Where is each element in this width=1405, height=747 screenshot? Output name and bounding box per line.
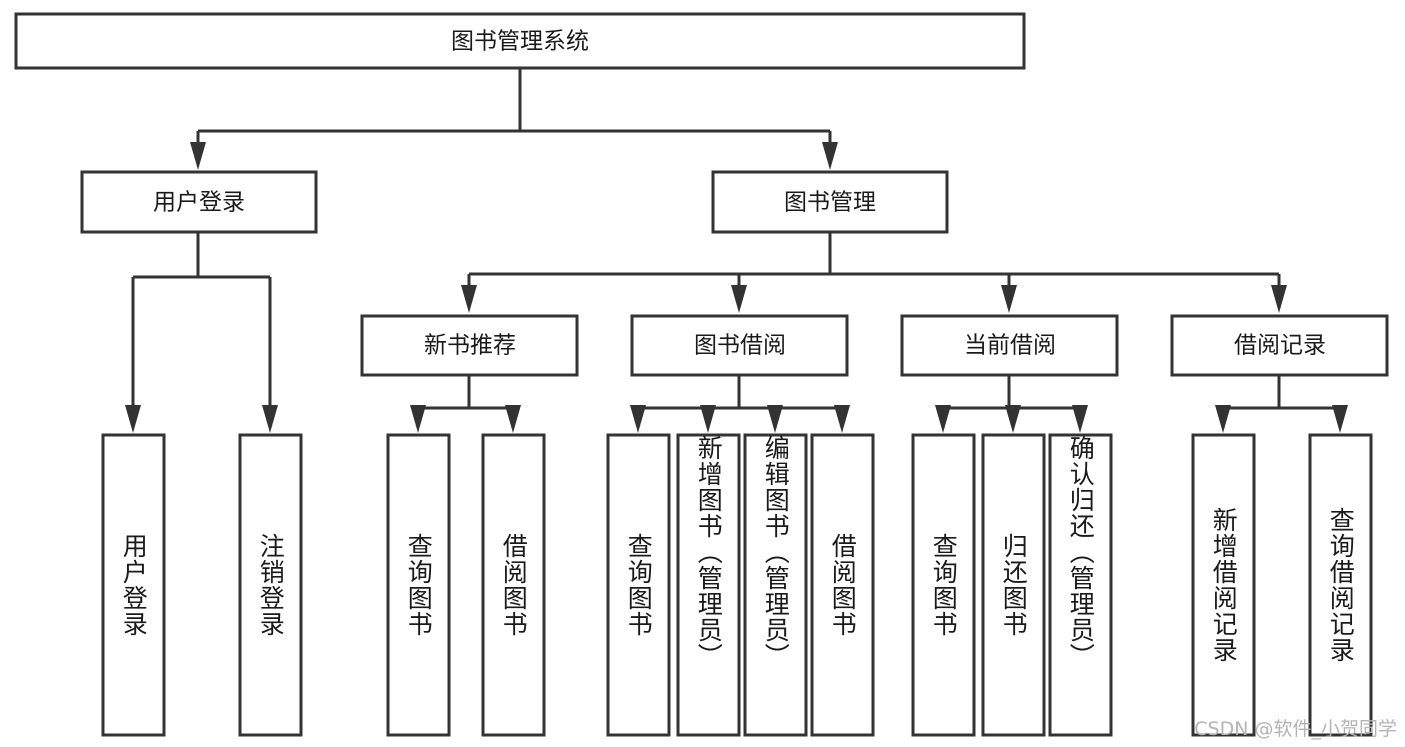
node-current-borrow-box[interactable] <box>900 314 1119 377</box>
node-borrow-record-label: 借阅记录 <box>1234 333 1326 359</box>
node-leaf-add-record-box[interactable] <box>1191 433 1256 737</box>
arrow-head-book-borrow <box>731 285 747 313</box>
node-leaf-query-book-3-box[interactable] <box>911 433 976 737</box>
node-borrow-record[interactable]: 借阅记录 <box>1170 314 1389 377</box>
node-leaf-query-record-box[interactable] <box>1308 433 1373 737</box>
arrow-head-leaf-query-book-3 <box>935 405 951 433</box>
arrow-head-leaf-confirm-return <box>1072 405 1088 433</box>
arrow-head-leaf-query-book-2 <box>630 405 646 433</box>
node-leaf-borrow-book-2-box[interactable] <box>810 433 875 737</box>
arrow-head-leaf-borrow-book-1 <box>505 405 521 433</box>
watermark-label: CSDN @软件_小贺同学 <box>1194 718 1397 740</box>
arrow-head-leaf-query-book-1 <box>410 405 426 433</box>
arrow-head-leaf-add-book <box>700 405 716 433</box>
node-leaf-query-book-1-box[interactable] <box>386 433 451 737</box>
node-leaf-edit-book-box[interactable] <box>743 433 808 737</box>
arrow-head-leaf-logout <box>262 405 278 433</box>
arrow-head-leaf-add-record <box>1215 405 1231 433</box>
connector-group <box>125 68 1348 433</box>
node-root-label: 图书管理系统 <box>451 29 589 55</box>
arrow-head-user-login <box>190 142 206 170</box>
node-book-manage-box[interactable] <box>711 170 949 234</box>
node-book-borrow-label: 图书借阅 <box>694 333 786 359</box>
node-borrow-record-box[interactable] <box>1170 314 1389 377</box>
node-leaf-borrow-book-1-box[interactable] <box>481 433 546 737</box>
node-book-manage[interactable]: 图书管理 <box>711 170 949 234</box>
node-leaf-confirm-return-box[interactable] <box>1048 433 1113 737</box>
node-leaf-logout-box[interactable] <box>238 433 303 737</box>
arrow-head-book-manage <box>822 142 838 170</box>
arrow-head-borrow-record <box>1271 285 1287 313</box>
node-book-borrow-box[interactable] <box>630 314 849 377</box>
node-current-borrow-label: 当前借阅 <box>964 333 1056 359</box>
node-new-book-recommend-label: 新书推荐 <box>424 333 516 359</box>
node-leaf-query-book-2-box[interactable] <box>606 433 671 737</box>
node-new-book-recommend-box[interactable] <box>360 314 579 377</box>
node-book-borrow[interactable]: 图书借阅 <box>630 314 849 377</box>
arrow-head-leaf-edit-book <box>767 405 783 433</box>
arrow-head-current-borrow <box>1001 285 1017 313</box>
node-current-borrow[interactable]: 当前借阅 <box>900 314 1119 377</box>
arrow-head-leaf-user-login <box>125 405 141 433</box>
arrow-head-leaf-query-record <box>1332 405 1348 433</box>
node-leaf-user-login-box[interactable] <box>101 433 166 737</box>
node-user-login-label: 用户登录 <box>153 190 245 216</box>
arrow-head-new-book-recommend <box>461 285 477 313</box>
node-book-manage-label: 图书管理 <box>784 190 876 216</box>
node-leaf-add-book-box[interactable] <box>676 433 741 737</box>
node-root-box[interactable] <box>14 12 1026 70</box>
arrow-head-leaf-borrow-book-2 <box>834 405 850 433</box>
node-user-login[interactable]: 用户登录 <box>80 170 318 234</box>
node-user-login-box[interactable] <box>80 170 318 234</box>
arrow-head-leaf-return-book <box>1005 405 1021 433</box>
node-root[interactable]: 图书管理系统 <box>14 12 1026 70</box>
node-leaf-return-book-box[interactable] <box>981 433 1046 737</box>
node-new-book-recommend[interactable]: 新书推荐 <box>360 314 579 377</box>
